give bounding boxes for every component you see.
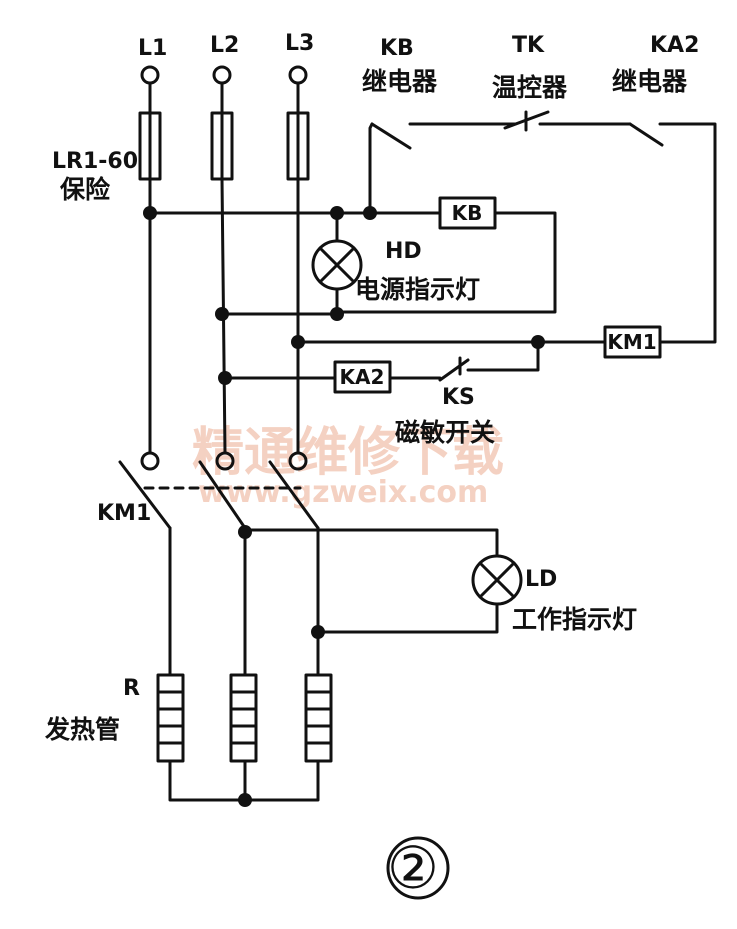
contact-l1-top — [140, 451, 160, 471]
kb-contact-blade — [370, 122, 412, 150]
figure-number: ② — [387, 834, 439, 902]
coil-km1-label: KM1 — [607, 330, 656, 354]
km1-blade-l3 — [268, 460, 320, 530]
label-l3: L3 — [285, 31, 314, 56]
label-tk-code: TK — [512, 33, 545, 58]
km1-blade-l1 — [118, 460, 172, 530]
km1-blade-l2 — [198, 460, 247, 530]
junction-dots — [143, 206, 545, 807]
label-fuse-name: 保险 — [59, 175, 111, 204]
label-ks-code: KS — [442, 385, 475, 410]
wire-ka2-right — [658, 122, 717, 344]
coil-kb-label: KB — [452, 201, 483, 225]
label-ka2-code: KA2 — [650, 33, 699, 58]
label-tk-name: 温控器 — [492, 73, 568, 102]
wire-ks-right — [466, 340, 540, 372]
label-r-name: 发热管 — [44, 715, 120, 744]
figure-number-ring — [386, 836, 450, 900]
watermark-cn: 精通维修下载 — [192, 423, 504, 483]
wire-ld-top — [243, 528, 499, 557]
wire-kb-contact-left — [368, 122, 374, 215]
heater-r2 — [229, 673, 258, 763]
wiring: KB KM1 KA2 — [118, 65, 717, 802]
terminal-l1 — [140, 65, 160, 85]
label-l1: L1 — [138, 36, 167, 61]
ks-contact-blade — [438, 358, 470, 382]
contact-l2-top — [215, 451, 235, 471]
lamp-hd-x2 — [318, 246, 356, 284]
terminal-l2 — [212, 65, 232, 85]
lamp-ld-x2 — [478, 561, 516, 599]
label-kb-code: KB — [380, 36, 414, 61]
label-km1-contact: KM1 — [97, 501, 151, 526]
label-kb-name: 继电器 — [362, 67, 438, 96]
heater-r3 — [304, 673, 333, 763]
label-r-code: R — [123, 676, 140, 701]
label-ks-name: 磁敏开关 — [395, 418, 495, 447]
heater-ribs — [156, 690, 333, 745]
label-ld-name: 工作指示灯 — [512, 605, 637, 634]
label-ld-code: LD — [525, 567, 557, 592]
watermark-url: www.gzweix.com — [198, 475, 488, 510]
heater-r1 — [156, 673, 185, 763]
coil-ka2-label: KA2 — [340, 365, 385, 389]
label-fuse-model: LR1-60 — [52, 149, 138, 174]
wire-kb-return — [338, 211, 557, 314]
label-hd-code: HD — [385, 239, 422, 264]
ka2-contact-blade — [628, 122, 664, 147]
label-l2: L2 — [210, 33, 239, 58]
terminal-l3 — [288, 65, 308, 85]
watermark: 精通维修下载 www.gzweix.com — [192, 423, 504, 510]
label-hd-name: 电源指示灯 — [355, 275, 480, 304]
contact-l3-top — [288, 451, 308, 471]
label-ka2-name: 继电器 — [612, 67, 688, 96]
wire-ld-bottom — [316, 602, 499, 634]
